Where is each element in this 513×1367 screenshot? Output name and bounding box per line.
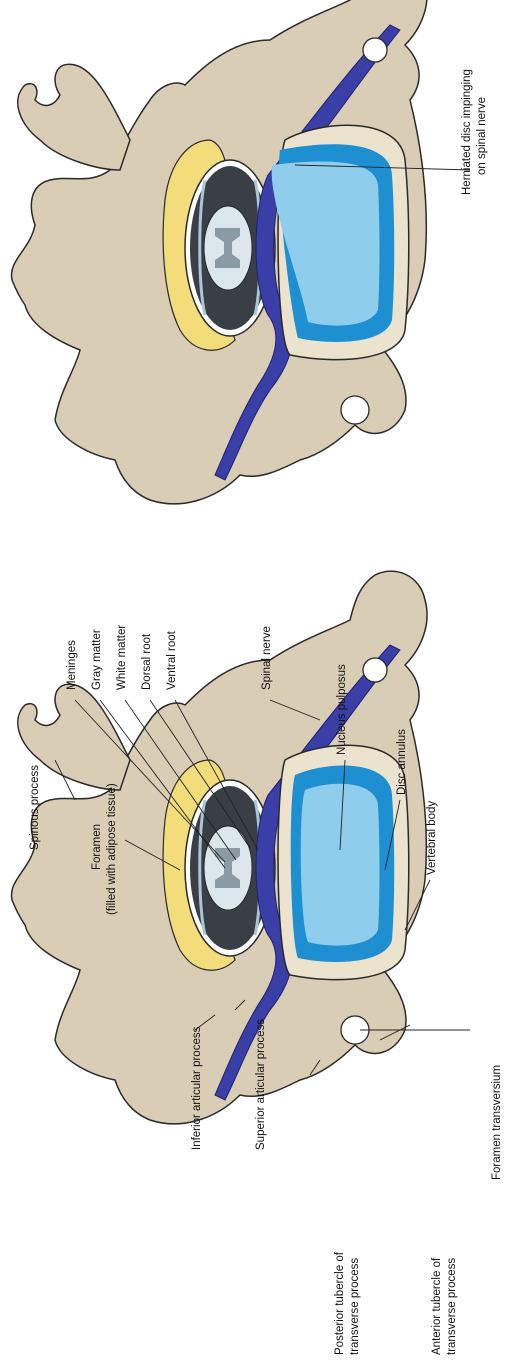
label-herniated-2: on spinal nerve xyxy=(476,97,488,175)
label-nucleus-pulposus: Nucleus pulposus xyxy=(336,664,348,755)
label-inferior-articular: Inferior articular process xyxy=(191,1026,203,1150)
label-anterior-tubercle-2: transverse process xyxy=(446,1258,458,1355)
label-foramen-transversium: Foramen transversium xyxy=(491,1065,503,1180)
foramen-transversium-hole-3 xyxy=(341,396,369,424)
foramen-transversium-hole-2 xyxy=(363,658,387,682)
label-meninges: Meninges xyxy=(66,640,78,690)
herniated-vertebra xyxy=(12,0,470,504)
label-spinal-nerve: Spinal nerve xyxy=(261,626,273,690)
label-gray-matter: Gray matter xyxy=(91,629,103,690)
spinous-process-2 xyxy=(18,64,130,170)
label-disc-annulus: Disc annulus xyxy=(396,729,408,795)
label-spinous-process: Spinous process xyxy=(29,765,41,850)
label-dorsal-root: Dorsal root xyxy=(141,633,153,690)
normal-vertebra xyxy=(12,571,470,1124)
foramen-transversium-hole-4 xyxy=(363,38,387,62)
label-posterior-tubercle-1: Posterior tubercle of xyxy=(334,1251,346,1355)
label-anterior-tubercle-1: Anterior tubercle of xyxy=(431,1257,443,1355)
label-vertebral-body: Vertebral body xyxy=(426,801,438,875)
label-foramen-2: (filled with adipose tissue) xyxy=(106,783,118,915)
label-superior-articular: Superior articular process xyxy=(255,1019,267,1150)
label-white-matter: White matter xyxy=(116,625,128,690)
label-posterior-tubercle-2: transverse process xyxy=(349,1258,361,1355)
label-herniated-1: Herniated disc impinging xyxy=(461,69,473,195)
label-ventral-root: Ventral root xyxy=(166,630,178,690)
nucleus-pulposus xyxy=(301,784,380,946)
label-foramen-1: Foramen xyxy=(91,824,103,870)
